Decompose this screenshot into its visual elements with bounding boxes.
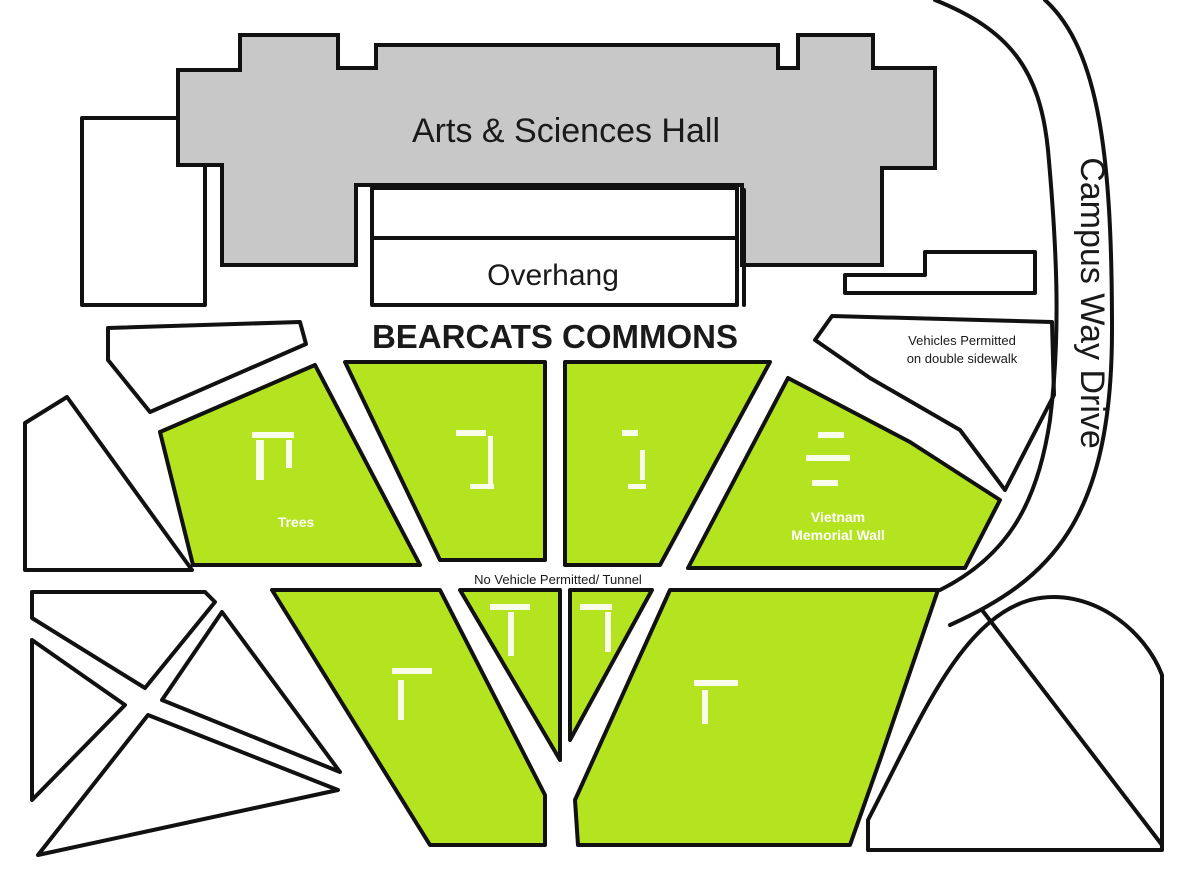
lawn-memorial xyxy=(686,376,1002,570)
small-building-right xyxy=(843,250,1037,295)
lawn-south-center-right xyxy=(568,588,654,742)
lawn-north-center-right xyxy=(563,360,772,567)
overhang-structure xyxy=(370,186,739,307)
block-left-top xyxy=(80,116,207,307)
campus-way-road-outer xyxy=(933,0,1059,592)
lawns xyxy=(158,360,1002,847)
overhang-label: Overhang xyxy=(487,259,619,292)
block-left-low-b xyxy=(30,638,127,802)
lawn-south-left xyxy=(270,588,547,847)
block-left-bottom xyxy=(36,713,340,857)
vehicles-note-line1: Vehicles Permitted xyxy=(908,333,1016,348)
block-left-low-c xyxy=(160,610,342,774)
lawn-spots xyxy=(252,430,850,724)
lawn-south-center-left xyxy=(458,588,562,762)
tunnel-note: No Vehicle Permitted/ Tunnel xyxy=(474,572,642,587)
block-left-upper xyxy=(106,320,308,414)
map-title: BEARCATS COMMONS xyxy=(372,318,738,355)
lawn-north-center-left xyxy=(343,360,547,562)
block-right-bottom xyxy=(866,595,1164,852)
memorial-label-line2: Memorial Wall xyxy=(791,527,885,543)
block-left-low-a xyxy=(30,590,217,690)
main-hall-label: Arts & Sciences Hall xyxy=(412,112,720,150)
memorial-label-line1: Vietnam xyxy=(811,509,865,525)
campus-way-road-inner xyxy=(948,0,1115,627)
vehicles-note-line2: on double sidewalk xyxy=(907,351,1018,366)
lawn-south-right xyxy=(573,588,940,847)
right-bottom-divider xyxy=(980,608,1164,847)
trees-label: Trees xyxy=(278,514,315,530)
vehicle-area xyxy=(813,314,1056,492)
campus-way-drive-label: Campus Way Drive xyxy=(1073,157,1111,449)
block-left-mid xyxy=(23,395,194,572)
